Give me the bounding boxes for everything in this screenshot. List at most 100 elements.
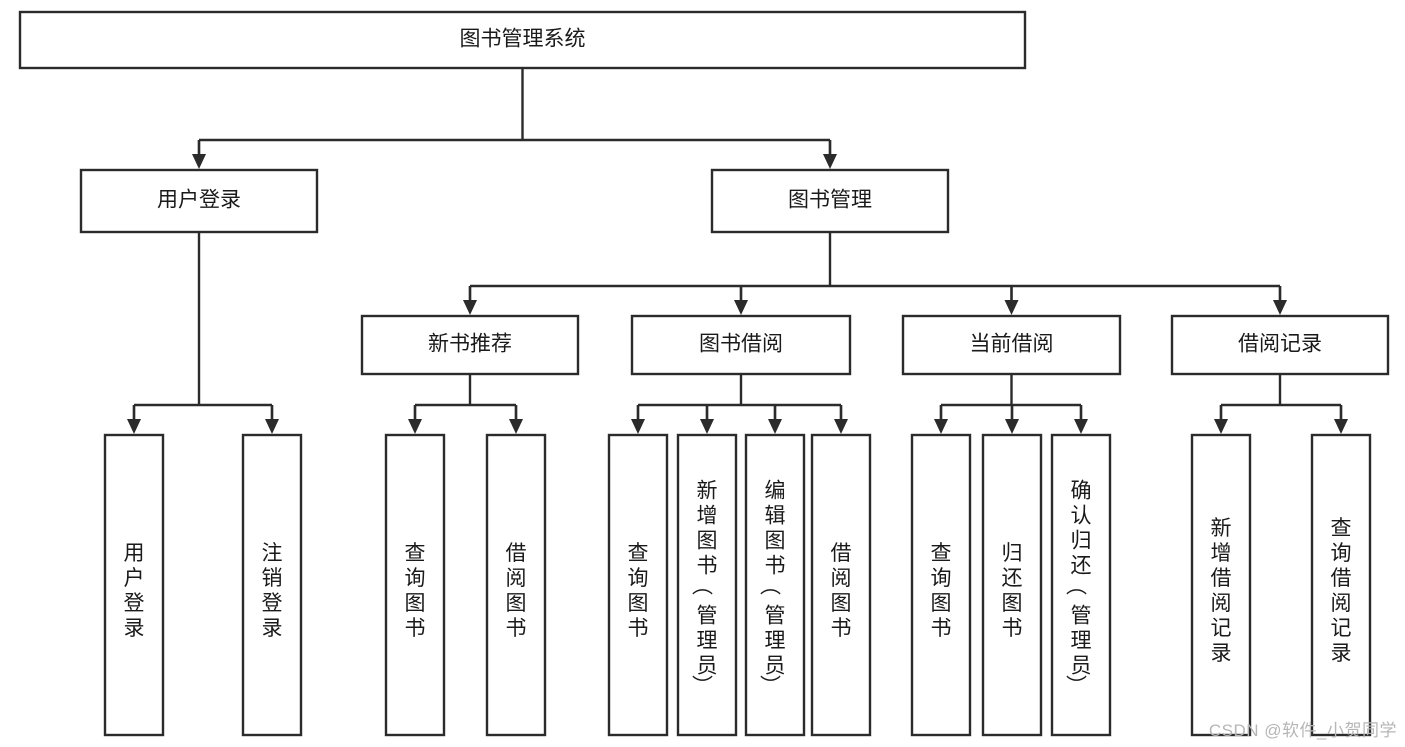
node-label-current-borrow: 当前借阅 — [970, 333, 1054, 356]
svg-text:图: 图 — [931, 592, 952, 615]
node-box-leaf-cb-query-book[interactable] — [910, 433, 972, 737]
svg-text:理: 理 — [765, 630, 786, 653]
svg-text:理: 理 — [697, 630, 718, 653]
node-book-borrow[interactable]: 图书借阅 — [630, 314, 852, 376]
node-box-leaf-rec-query-book[interactable] — [384, 433, 446, 737]
svg-text:借: 借 — [1331, 567, 1352, 590]
node-box-leaf-bb-borrow-book[interactable] — [810, 433, 872, 737]
svg-text:书: 书 — [405, 617, 426, 640]
node-box-new-book-rec[interactable] — [360, 314, 580, 376]
node-box-book-borrow[interactable] — [630, 314, 852, 376]
node-box-leaf-bb-edit-book[interactable] — [744, 433, 806, 737]
connector-layer — [127, 68, 1348, 434]
node-user-login[interactable]: 用户登录 — [79, 168, 319, 234]
svg-text:阅: 阅 — [1331, 592, 1352, 615]
connector-group-current-borrow — [934, 374, 1088, 434]
connector-group-new-book-rec — [408, 374, 523, 434]
node-label-root: 图书管理系统 — [460, 28, 586, 51]
csdn-watermark: CSDN @软件_小贺同学 — [1208, 721, 1397, 740]
connector-group-book-manage — [463, 232, 1287, 315]
node-box-current-borrow[interactable] — [901, 314, 1122, 376]
svg-text:还: 还 — [1002, 567, 1023, 590]
node-label-book-borrow: 图书借阅 — [699, 333, 783, 356]
node-box-leaf-cb-confirm-return[interactable] — [1050, 433, 1112, 737]
node-box-leaf-cb-return-book[interactable] — [981, 433, 1043, 737]
svg-text:借: 借 — [831, 542, 852, 565]
node-box-leaf-bb-query-book[interactable] — [607, 433, 669, 737]
node-layer: 图书管理系统用户登录图书管理新书推荐图书借阅当前借阅借阅记录用户登录注销登录查询… — [18, 10, 1390, 737]
svg-text:增: 增 — [697, 505, 718, 528]
svg-text:书: 书 — [506, 617, 527, 640]
node-box-borrow-record[interactable] — [1170, 314, 1390, 376]
svg-text:图: 图 — [405, 592, 426, 615]
svg-text:借: 借 — [506, 542, 527, 565]
svg-text:归: 归 — [1071, 530, 1092, 553]
node-box-book-manage[interactable] — [710, 168, 950, 234]
svg-text:理: 理 — [1071, 630, 1092, 653]
node-label-borrow-record: 借阅记录 — [1238, 333, 1322, 356]
node-new-book-rec[interactable]: 新书推荐 — [360, 314, 580, 376]
svg-text:确: 确 — [1071, 480, 1092, 503]
node-current-borrow[interactable]: 当前借阅 — [901, 314, 1122, 376]
svg-text:增: 增 — [1211, 542, 1232, 565]
node-box-leaf-user-login[interactable] — [103, 433, 165, 737]
node-label-user-login: 用户登录 — [157, 189, 241, 212]
node-box-leaf-br-add-record[interactable] — [1190, 433, 1252, 737]
svg-text:阅: 阅 — [831, 567, 852, 590]
svg-text:查: 查 — [931, 542, 952, 565]
svg-text:用: 用 — [124, 542, 145, 565]
svg-text:询: 询 — [931, 567, 952, 590]
svg-text:辑: 辑 — [765, 505, 786, 528]
node-box-root[interactable] — [18, 10, 1027, 70]
svg-text:员: 员 — [697, 655, 718, 678]
svg-text:询: 询 — [1331, 542, 1352, 565]
svg-text:图: 图 — [765, 530, 786, 553]
svg-text:（: （ — [757, 575, 780, 596]
node-borrow-record[interactable]: 借阅记录 — [1170, 314, 1390, 376]
svg-text:询: 询 — [405, 567, 426, 590]
connector-group-book-borrow — [631, 374, 848, 434]
svg-text:（: （ — [689, 575, 712, 596]
svg-text:（: （ — [1063, 575, 1086, 596]
svg-text:图: 图 — [628, 592, 649, 615]
node-leaf-user-login[interactable]: 用户登录 — [103, 433, 165, 737]
node-label-leaf-user-login: 用户登录 — [124, 542, 145, 640]
svg-text:书: 书 — [697, 555, 718, 578]
node-box-leaf-rec-borrow-book[interactable] — [485, 433, 547, 737]
node-box-leaf-br-query-record[interactable] — [1310, 433, 1372, 737]
svg-text:书: 书 — [765, 555, 786, 578]
node-root[interactable]: 图书管理系统 — [18, 10, 1027, 70]
node-box-leaf-bb-add-book[interactable] — [676, 433, 738, 737]
connector-group-borrow-record — [1214, 374, 1348, 434]
svg-text:户: 户 — [124, 567, 145, 590]
svg-text:查: 查 — [405, 542, 426, 565]
svg-text:员: 员 — [1071, 655, 1092, 678]
svg-text:录: 录 — [262, 617, 283, 640]
node-box-user-login[interactable] — [79, 168, 319, 234]
node-box-leaf-user-logout[interactable] — [241, 433, 303, 737]
svg-text:书: 书 — [931, 617, 952, 640]
svg-text:归: 归 — [1002, 542, 1023, 565]
node-book-manage[interactable]: 图书管理 — [710, 168, 950, 234]
svg-text:编: 编 — [765, 480, 786, 503]
